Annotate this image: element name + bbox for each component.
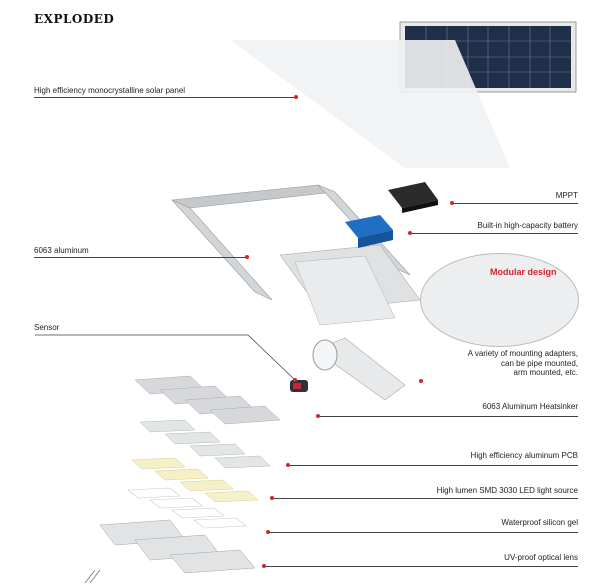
label-lens: UV-proof optical lens bbox=[504, 553, 578, 562]
label-pcb: High efficiency aluminum PCB bbox=[470, 451, 578, 460]
panel-sheet bbox=[230, 40, 510, 168]
battery-module bbox=[345, 215, 393, 238]
dot-mppt bbox=[450, 201, 454, 205]
heatsinker-plates bbox=[134, 375, 281, 425]
line-aluminum bbox=[34, 257, 247, 258]
line-battery bbox=[410, 233, 578, 234]
mounting-line-2: can be pipe mounted, bbox=[501, 358, 578, 368]
pcb-boards bbox=[139, 419, 271, 469]
label-heatsinker: 6063 Aluminum Heatsinker bbox=[482, 402, 578, 411]
screwdriver-icon bbox=[84, 569, 101, 584]
line-heatsinker bbox=[318, 416, 578, 417]
dot-gel bbox=[266, 530, 270, 534]
line-gel bbox=[268, 532, 578, 533]
line-pcb bbox=[288, 465, 578, 466]
mounting-adapter bbox=[312, 337, 406, 401]
dot-lens bbox=[262, 564, 266, 568]
mounting-line-1: A variety of mounting adapters, bbox=[467, 349, 578, 358]
led-boards bbox=[131, 457, 259, 503]
callout-title: Modular design bbox=[490, 267, 557, 277]
mounting-line-3: arm mounted, etc. bbox=[513, 368, 578, 377]
optical-lens bbox=[99, 519, 256, 574]
mppt-module bbox=[388, 182, 438, 208]
line-lens bbox=[264, 566, 578, 567]
modular-design-callout bbox=[420, 253, 579, 347]
aluminum-frame bbox=[170, 184, 421, 326]
label-battery: Built-in high-capacity battery bbox=[477, 221, 579, 230]
line-solar-panel bbox=[34, 97, 296, 98]
label-led: High lumen SMD 3030 LED light source bbox=[436, 486, 578, 495]
label-gel: Waterproof silicon gel bbox=[501, 518, 578, 527]
dot-mounting bbox=[419, 379, 423, 383]
silicon-gel bbox=[127, 487, 247, 529]
dot-aluminum bbox=[245, 255, 249, 259]
label-sensor: Sensor bbox=[34, 323, 60, 332]
label-mounting: A variety of mounting adapters, can be p… bbox=[468, 349, 578, 378]
line-led bbox=[272, 498, 578, 499]
label-aluminum: 6063 aluminum bbox=[34, 246, 89, 255]
dot-led bbox=[270, 496, 274, 500]
dot-solar-panel bbox=[294, 95, 298, 99]
dot-heatsinker bbox=[316, 414, 320, 418]
line-mppt bbox=[452, 203, 578, 204]
label-solar-panel: High efficiency monocrystalline solar pa… bbox=[34, 86, 186, 95]
sensor-leader bbox=[35, 334, 296, 381]
dot-battery bbox=[408, 231, 412, 235]
page-title: EXPLODED bbox=[34, 12, 115, 26]
dot-sensor bbox=[293, 378, 297, 382]
dot-pcb bbox=[286, 463, 290, 467]
label-mppt: MPPT bbox=[555, 191, 578, 200]
